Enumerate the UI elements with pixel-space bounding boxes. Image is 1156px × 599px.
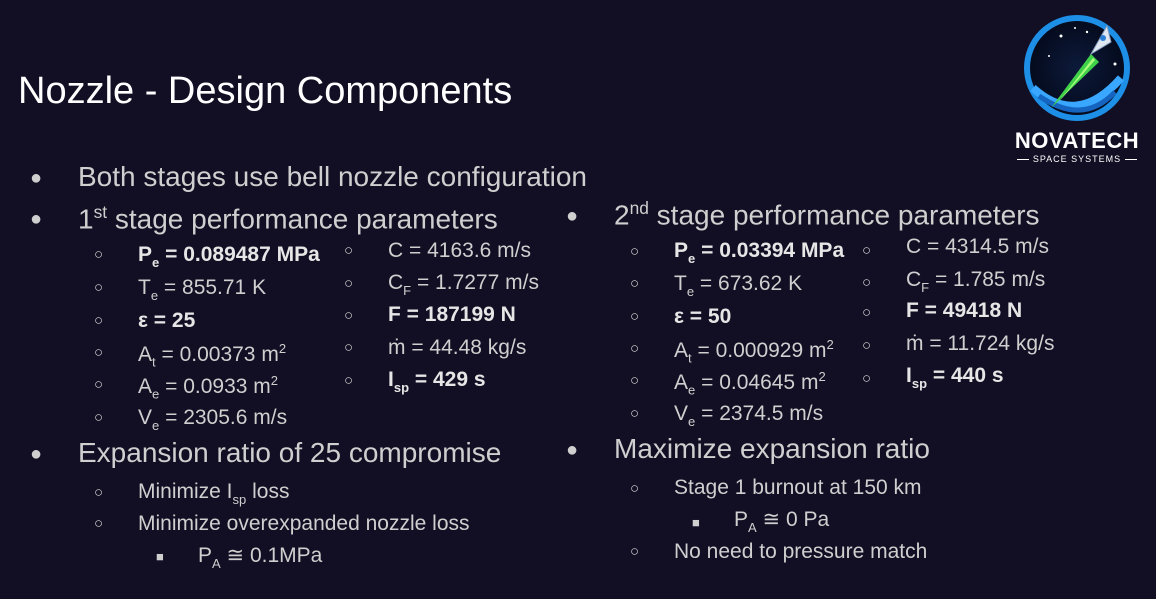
circle-bullet-icon: ○ [862,242,872,259]
slide-title: Nozzle - Design Components [18,70,513,112]
circle-bullet-icon: ○ [630,543,640,560]
circle-bullet-icon: ○ [630,405,640,422]
circle-bullet-icon: ○ [344,372,354,389]
logo-name: NOVATECH [1014,128,1140,153]
rocket-logo-icon [1024,15,1130,121]
minimize-overexpanded-loss: Minimize overexpanded nozzle loss [138,512,470,535]
stage1-pe: Pe = 0.089487 MPa [138,243,320,270]
circle-bullet-icon: ○ [862,274,872,291]
bullet-dot-icon: ● [30,208,43,230]
stage2-thrust: F = 49418 N [906,299,1023,322]
bullet-bell-nozzle: Both stages use bell nozzle configuratio… [78,161,587,192]
circle-bullet-icon: ○ [94,312,104,329]
circle-bullet-icon: ○ [344,339,354,356]
circle-bullet-icon: ○ [344,307,354,324]
stage1-cf: CF = 1.7277 m/s [388,271,539,298]
circle-bullet-icon: ○ [94,376,104,393]
circle-bullet-icon: ○ [630,243,640,260]
stage1-ve: Ve = 2305.6 m/s [138,406,288,433]
stage2-isp: Isp = 440 s [906,364,1004,391]
stage2-heading: 2nd stage performance parameters [614,198,1040,231]
ambient-pressure-stage2: PA ≅ 0 Pa [734,508,830,535]
stage2-te: Te = 673.62 K [674,272,803,299]
stage1-epsilon: ε = 25 [138,309,196,332]
circle-bullet-icon: ○ [630,372,640,389]
stage1-c: C = 4163.6 m/s [388,239,531,262]
novatech-logo: NOVATECH SPACE SYSTEMS [1003,8,1151,168]
circle-bullet-icon: ○ [630,275,640,292]
stage2-ve: Ve = 2374.5 m/s [674,402,824,429]
ambient-pressure-stage1: PA ≅ 0.1MPa [198,544,323,571]
logo-subtitle: SPACE SYSTEMS [1003,154,1151,164]
stage1-ae: Ae = 0.0933 m2 [138,373,279,402]
stage1-at: At = 0.00373 m2 [138,341,287,370]
minimize-isp-loss: Minimize Isp loss [138,480,290,507]
circle-bullet-icon: ○ [862,370,872,387]
stage1-burnout: Stage 1 burnout at 150 km [674,476,922,499]
square-bullet-icon: ■ [156,549,164,564]
stage1-heading: 1st stage performance parameters [78,202,498,235]
circle-bullet-icon: ○ [630,308,640,325]
circle-bullet-icon: ○ [94,246,104,263]
circle-bullet-icon: ○ [94,279,104,296]
stage2-c: C = 4314.5 m/s [906,235,1049,258]
stage2-pe: Pe = 0.03394 MPa [674,239,845,266]
circle-bullet-icon: ○ [94,344,104,361]
maximize-expansion-heading: Maximize expansion ratio [614,433,930,464]
circle-bullet-icon: ○ [630,480,640,497]
stage2-cf: CF = 1.785 m/s [906,268,1046,295]
stage2-epsilon: ε = 50 [674,305,732,328]
circle-bullet-icon: ○ [862,337,872,354]
bullet-dot-icon: ● [566,205,579,227]
circle-bullet-icon: ○ [344,275,354,292]
circle-bullet-icon: ○ [94,409,104,426]
stage2-at: At = 0.000929 m2 [674,337,834,366]
stage1-isp: Isp = 429 s [388,368,486,395]
no-pressure-match: No need to pressure match [674,540,928,563]
bullet-dot-icon: ● [566,439,579,461]
stage1-thrust: F = 187199 N [388,303,516,326]
square-bullet-icon: ■ [692,515,700,530]
bullet-dot-icon: ● [30,167,43,189]
circle-bullet-icon: ○ [94,484,104,501]
stage2-ae: Ae = 0.04645 m2 [674,369,826,398]
stage1-te: Te = 855.71 K [138,276,267,303]
circle-bullet-icon: ○ [630,340,640,357]
circle-bullet-icon: ○ [94,515,104,532]
bullet-dot-icon: ● [30,443,43,465]
stage1-mdot: ṁ = 44.48 kg/s [388,336,527,359]
stage2-mdot: ṁ = 11.724 kg/s [906,332,1055,355]
circle-bullet-icon: ○ [344,242,354,259]
circle-bullet-icon: ○ [862,304,872,321]
expansion-compromise-heading: Expansion ratio of 25 compromise [78,437,502,468]
